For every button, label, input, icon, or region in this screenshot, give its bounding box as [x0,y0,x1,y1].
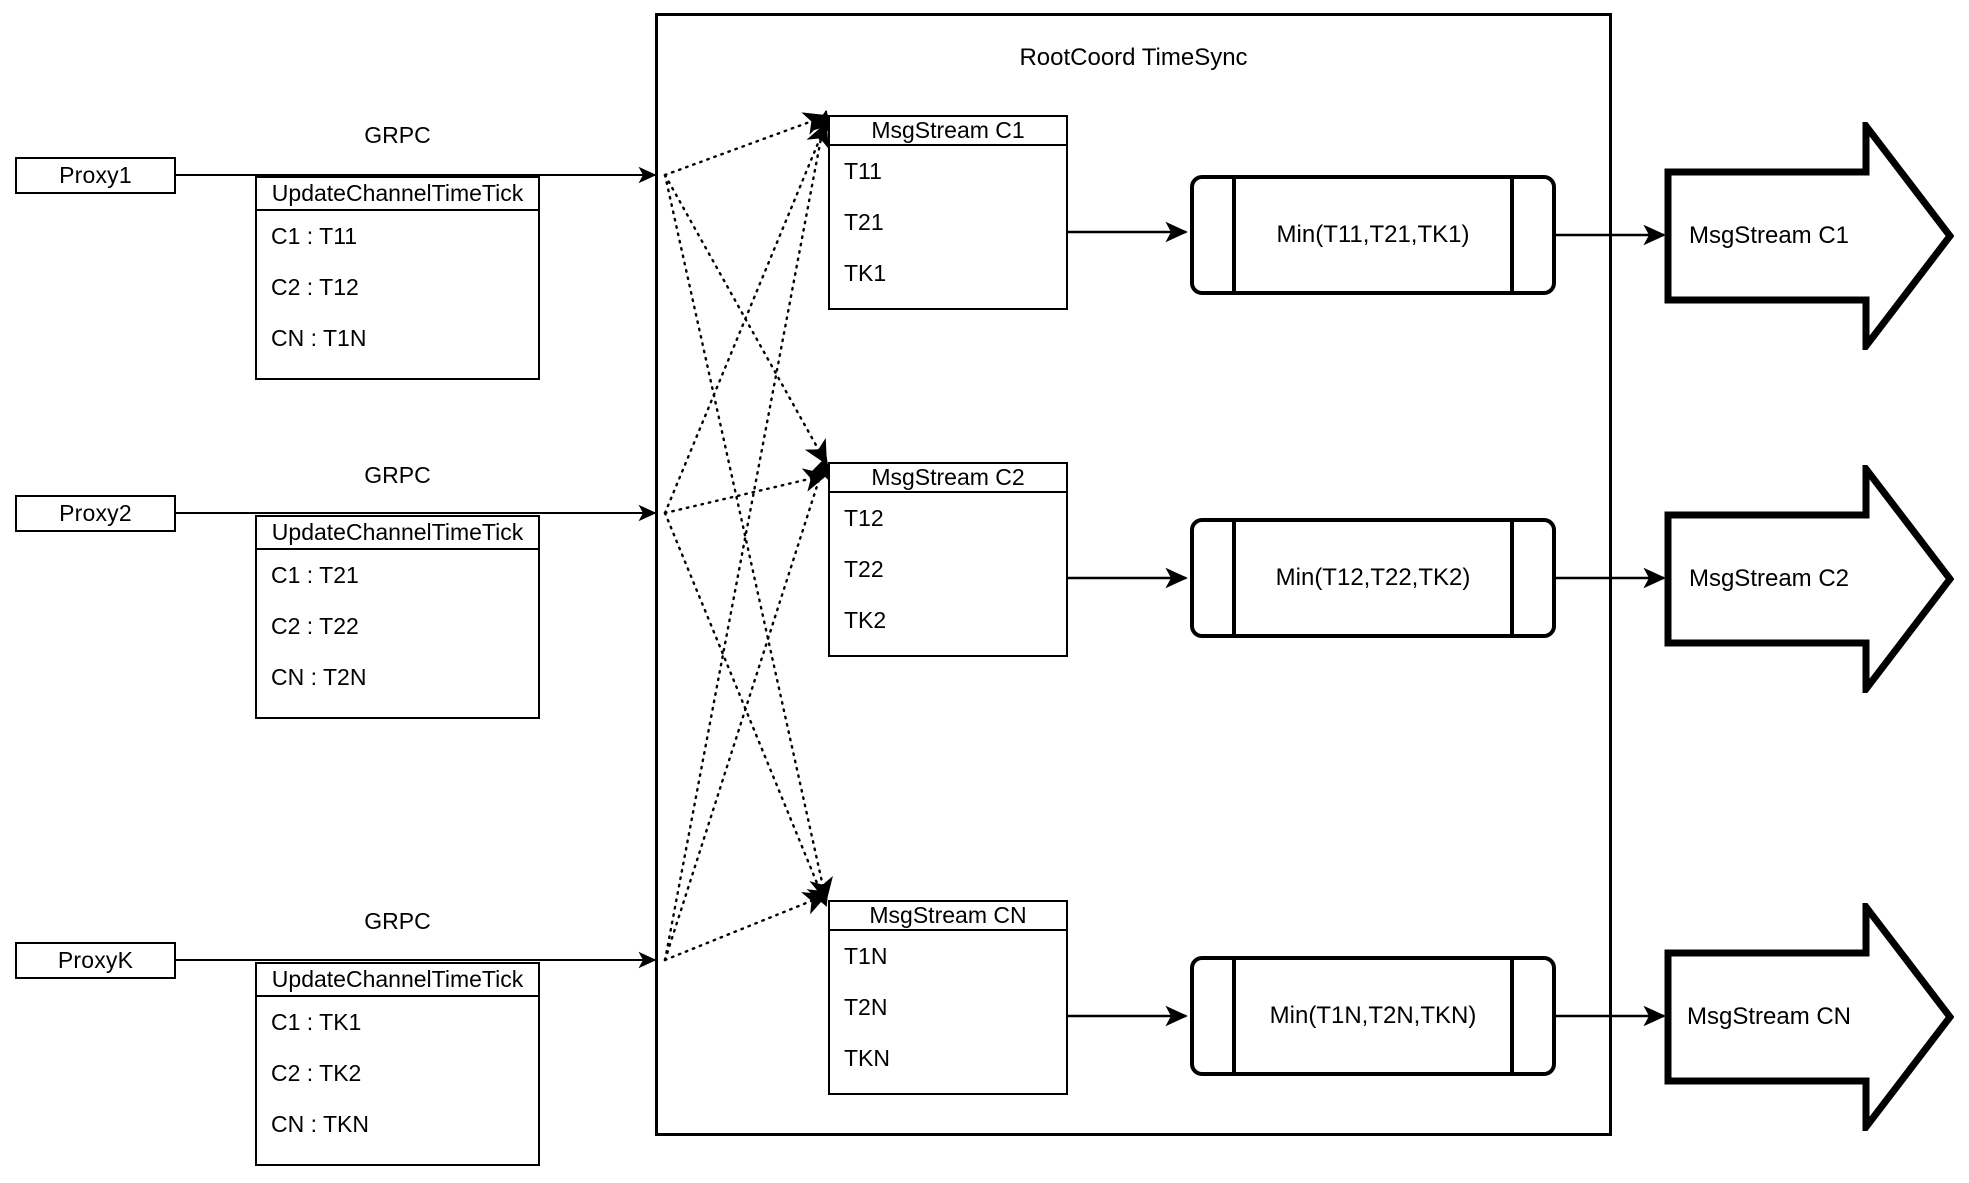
tick-row: C2 : TK2 [271,1060,362,1086]
tick-box-title: UpdateChannelTimeTick [257,964,538,997]
tick-row: C1 : T11 [271,223,358,249]
min-box-c2: Min(T12,T22,TK2) [1190,518,1556,638]
grpc-label-k: GRPC [364,908,431,934]
tick-box-body: C1 : T21 C2 : T22 CN : T2N [257,550,538,717]
msgstream-row: T12 [844,505,884,531]
tick-row: CN : T2N [271,664,367,690]
min-box-left-rail [1194,960,1236,1072]
msgstream-row: TKN [844,1045,890,1071]
proxy-box-1[interactable]: Proxy1 [15,157,176,194]
msgstream-row: T2N [844,994,888,1020]
msgstream-body: T1N T2N TKN [830,931,1066,1098]
block-arrow-shape [1664,122,1954,350]
min-box-right-rail [1510,179,1552,291]
msgstream-box-c2: MsgStream C2 T12 T22 TK2 [828,462,1068,657]
msgstream-body: T12 T22 TK2 [830,493,1066,660]
update-channel-time-tick-box-k: UpdateChannelTimeTick C1 : TK1 C2 : TK2 … [255,962,540,1166]
tick-box-title: UpdateChannelTimeTick [257,178,538,211]
min-box-right-rail [1510,960,1552,1072]
output-block-arrow-c2: MsgStream C2 [1664,465,1954,693]
msgstream-row: T21 [844,209,884,235]
msgstream-row: TK1 [844,260,887,286]
tick-row: C2 : T12 [271,274,359,300]
proxy-box-k[interactable]: ProxyK [15,942,176,979]
update-channel-time-tick-box-1: UpdateChannelTimeTick C1 : T11 C2 : T12 … [255,176,540,380]
tick-row: CN : TKN [271,1111,369,1137]
update-channel-time-tick-box-2: UpdateChannelTimeTick C1 : T21 C2 : T22 … [255,515,540,719]
proxy-box-2[interactable]: Proxy2 [15,495,176,532]
proxy-label: ProxyK [57,947,134,973]
msgstream-row: T22 [844,556,884,582]
block-arrow-shape [1664,465,1954,693]
msgstream-box-cn: MsgStream CN T1N T2N TKN [828,900,1068,1095]
rootcoord-timesync-container [655,13,1612,1136]
min-box-right-rail [1510,522,1552,634]
msgstream-title: MsgStream C1 [830,117,1066,146]
output-label: MsgStream C2 [1688,565,1850,592]
output-block-arrow-c1: MsgStream C1 [1664,122,1954,350]
proxy-label: Proxy1 [59,162,132,188]
min-box-left-rail [1194,179,1236,291]
block-arrow-shape [1664,903,1954,1131]
min-box-label: Min(T12,T22,TK2) [1275,564,1471,591]
msgstream-box-c1: MsgStream C1 T11 T21 TK1 [828,115,1068,310]
output-label: MsgStream C1 [1688,222,1850,249]
min-box-cn: Min(T1N,T2N,TKN) [1190,956,1556,1076]
output-block-arrow-cn: MsgStream CN [1664,903,1954,1131]
tick-box-body: C1 : TK1 C2 : TK2 CN : TKN [257,997,538,1164]
tick-row: C1 : TK1 [271,1009,362,1035]
grpc-label-2: GRPC [364,462,431,488]
min-box-c1: Min(T11,T21,TK1) [1190,175,1556,295]
msgstream-row: T1N [844,943,888,969]
msgstream-title: MsgStream C2 [830,464,1066,493]
msgstream-row: T11 [844,158,882,184]
msgstream-body: T11 T21 TK1 [830,146,1066,313]
tick-row: C2 : T22 [271,613,359,639]
output-label: MsgStream CN [1686,1003,1852,1030]
rootcoord-timesync-title: RootCoord TimeSync [1019,44,1248,71]
grpc-label-1: GRPC [364,122,431,148]
tick-row: CN : T1N [271,325,367,351]
msgstream-title: MsgStream CN [830,902,1066,931]
min-box-label: Min(T11,T21,TK1) [1276,221,1470,248]
tick-row: C1 : T21 [271,562,359,588]
tick-box-title: UpdateChannelTimeTick [257,517,538,550]
min-box-left-rail [1194,522,1236,634]
tick-box-body: C1 : T11 C2 : T12 CN : T1N [257,211,538,378]
proxy-label: Proxy2 [59,500,132,526]
msgstream-row: TK2 [844,607,887,633]
min-box-label: Min(T1N,T2N,TKN) [1269,1002,1477,1029]
